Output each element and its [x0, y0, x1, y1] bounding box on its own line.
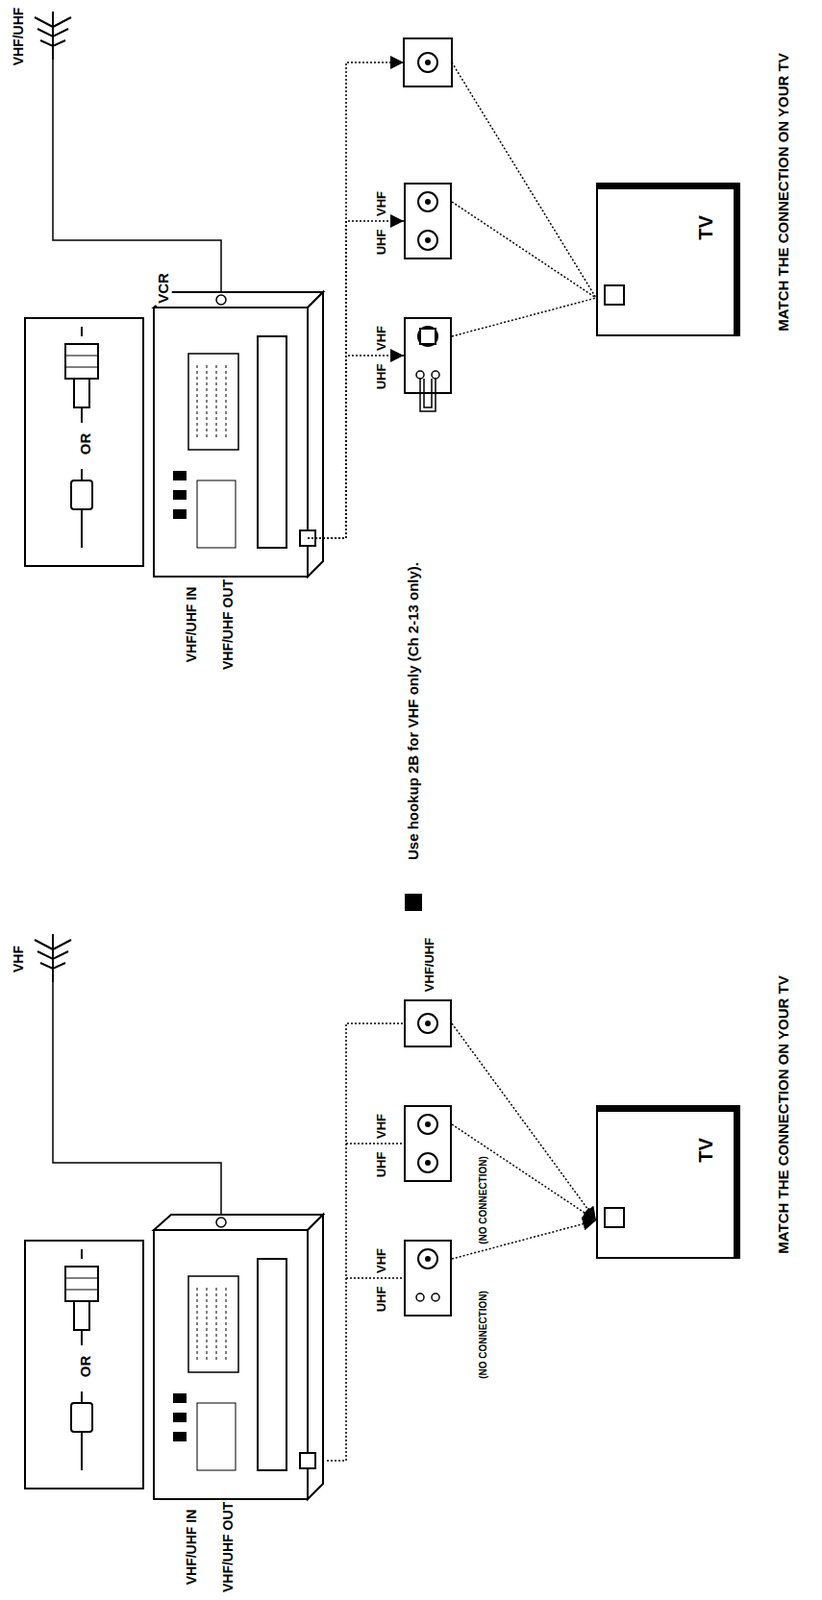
terminal-label: VHF/UHF — [423, 936, 437, 995]
plug-inset-box: OR — [24, 1240, 145, 1491]
instruction-note: MATCH THE CONNECTION ON YOUR TV — [775, 50, 793, 333]
signal-cable — [451, 1124, 597, 1221]
hookup-b-terminals — [346, 1014, 440, 1462]
terminal-plate: VHF/UHF — [403, 999, 452, 1048]
antenna-label: VHF — [11, 944, 26, 975]
terminal-label: VHF — [374, 189, 389, 219]
signal-cable — [451, 1220, 597, 1260]
caption-bullet — [404, 894, 423, 912]
terminal-label: (NO CONNECTION) — [477, 1154, 489, 1247]
terminal-label: (NO CONNECTION) — [477, 1289, 489, 1382]
signal-cable — [451, 201, 597, 299]
tv-set: TV — [596, 182, 741, 337]
terminal-label: UHF — [374, 1150, 389, 1181]
terminal-label: VHF — [374, 1246, 389, 1276]
signal-cable — [307, 355, 404, 539]
plug-inset-box: OR — [24, 317, 145, 568]
signal-cable — [451, 298, 597, 337]
terminal-plate: VHF(NO CONNECTION)UHF — [403, 1240, 452, 1318]
antenna-label: VHF/UHF — [11, 5, 26, 69]
signal-cable — [307, 221, 404, 539]
terminal-plate: VHFUHF — [403, 317, 452, 395]
jack-label: VHF/UHF IN — [184, 585, 200, 666]
inset-label: OR — [77, 431, 95, 458]
terminal-label: UHF — [374, 362, 389, 393]
tv-label: TV — [695, 1136, 717, 1166]
tv-set: TV — [596, 1105, 741, 1260]
antenna-terminal — [603, 1207, 625, 1229]
vcr-label: VCR — [155, 271, 173, 306]
vcr-unit: VCR — [153, 307, 308, 577]
hookup-a-terminals — [346, 38, 597, 539]
antenna-terminal — [603, 284, 625, 306]
terminal-label: VHF — [374, 1112, 389, 1142]
terminal-label: UHF — [374, 227, 389, 258]
terminal-label: VHF — [374, 323, 389, 353]
terminal-label: UHF — [374, 1285, 389, 1316]
inset-label: OR — [77, 1354, 95, 1381]
tv-label: TV — [695, 213, 717, 243]
caption-note: Use hookup 2B for VHF only (Ch 2-13 only… — [405, 560, 423, 863]
jack-label: VHF/UHF OUT — [221, 1500, 236, 1595]
jack-label: VHF/UHF OUT — [221, 577, 236, 673]
terminal-plate: VHFUHF — [403, 182, 452, 260]
jack-label: VHF/UHF IN — [184, 1508, 200, 1589]
terminal-plate: VHF(NO CONNECTION)UHF — [403, 1105, 452, 1183]
signal-cable — [451, 1023, 597, 1221]
instruction-note: MATCH THE CONNECTION ON YOUR TV — [775, 973, 793, 1256]
